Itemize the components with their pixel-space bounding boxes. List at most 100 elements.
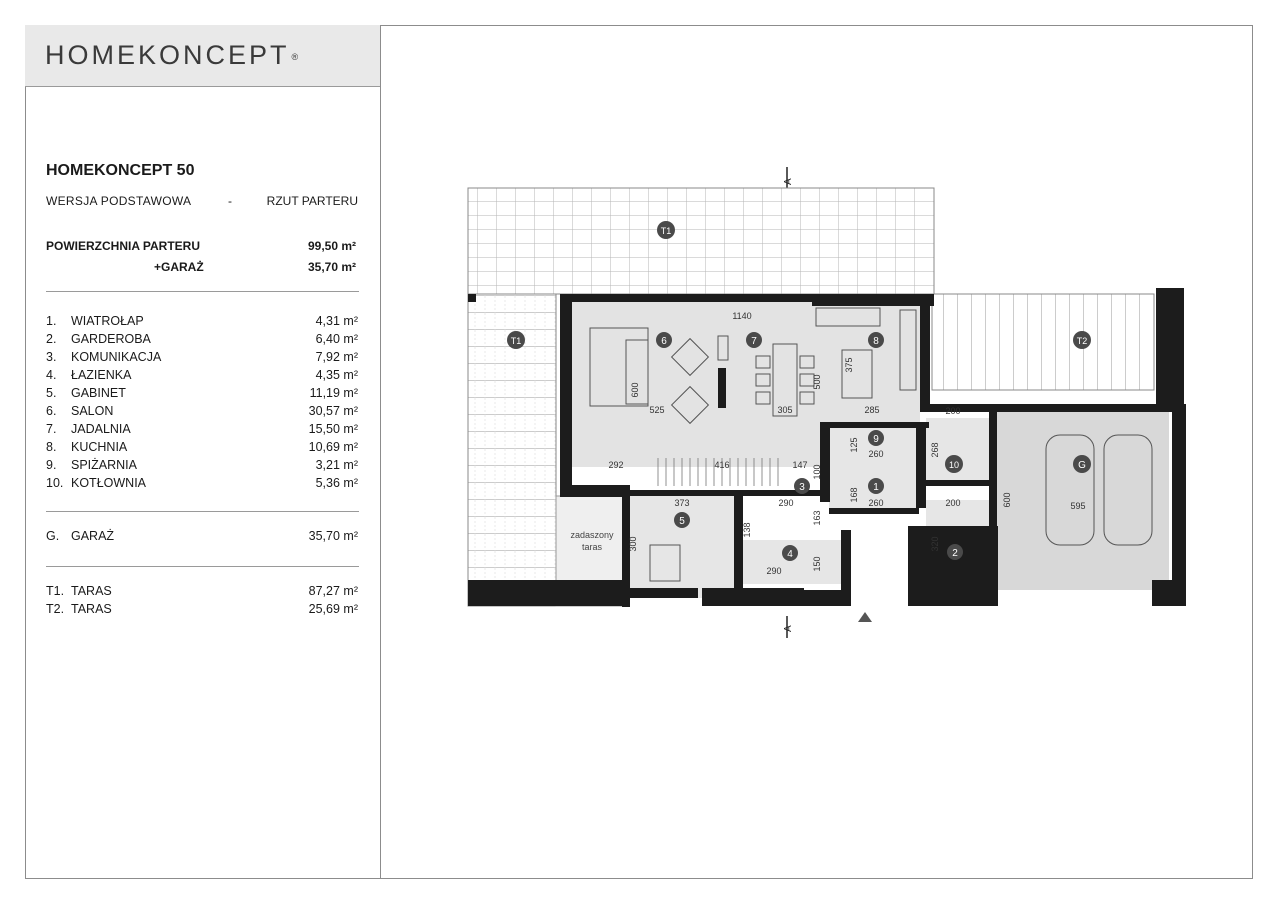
room-row-num: 2. [46, 332, 57, 346]
terrace-row: T2. TARAS 25,69 m² [46, 602, 358, 620]
room-row-name: WIATROŁAP [71, 314, 144, 328]
room-row-val: 6,40 m² [315, 332, 358, 346]
svg-text:1: 1 [873, 482, 879, 493]
entrance-arrow [858, 612, 872, 622]
svg-text:300: 300 [628, 536, 638, 551]
svg-text:150: 150 [812, 556, 822, 571]
svg-text:163: 163 [812, 510, 822, 525]
room-row: 9. SPIŻARNIA 3,21 m² [46, 458, 358, 476]
room-row: 10. KOTŁOWNIA 5,36 m² [46, 476, 358, 494]
brand-logo: HOMEKONCEPT® [45, 40, 302, 70]
office-room [628, 496, 743, 598]
svg-text:T1: T1 [511, 336, 522, 346]
terrace-row-val: 25,69 m² [308, 602, 358, 616]
svg-text:zadaszony: zadaszony [570, 530, 614, 540]
room-row-val: 3,21 m² [315, 458, 358, 472]
terrace-t2 [931, 293, 1155, 391]
svg-text:525: 525 [649, 405, 664, 415]
svg-text:G: G [1078, 460, 1086, 471]
info-sidebar: HOMEKONCEPT® HOMEKONCEPT 50 WERSJA PODST… [25, 25, 381, 879]
svg-text:2: 2 [952, 548, 958, 559]
room-row-name: SPIŻARNIA [71, 458, 137, 472]
garage-room [994, 408, 1169, 590]
room-row: 2. GARDEROBA 6,40 m² [46, 332, 358, 350]
floor-area-value: 99,50 m² [307, 239, 356, 253]
svg-text:A: A [783, 178, 794, 185]
svg-text:138: 138 [742, 522, 752, 537]
svg-text:292: 292 [608, 460, 623, 470]
room-row-num: 1. [46, 314, 57, 328]
room-row-name: ŁAZIENKA [71, 368, 132, 382]
svg-text:168: 168 [849, 487, 859, 502]
svg-text:T1: T1 [661, 226, 672, 236]
svg-text:595: 595 [1070, 501, 1085, 511]
subtitle-separator: - [228, 194, 232, 208]
room-row-val: 4,35 m² [315, 368, 358, 382]
terrace-row-name: TARAS [71, 602, 112, 616]
svg-text:375: 375 [844, 357, 854, 372]
floor-plan: A zadaszony taras [467, 167, 1186, 638]
divider [46, 511, 359, 512]
svg-text:100: 100 [812, 464, 822, 479]
room-row-val: 7,92 m² [315, 350, 358, 364]
room-row-name: GARDEROBA [71, 332, 151, 346]
garage-row: G. GARAŻ 35,70 m² [46, 529, 358, 543]
dimension-labels: 1140 525 305 285 600 500 375 292 416 147… [608, 311, 1085, 576]
divider [46, 566, 359, 567]
room-row-num: 9. [46, 458, 57, 472]
version-label: WERSJA PODSTAWOWA [46, 194, 192, 208]
svg-text:3: 3 [799, 482, 805, 493]
svg-text:6: 6 [661, 336, 667, 347]
logo-box: HOMEKONCEPT® [25, 25, 380, 87]
svg-text:260: 260 [868, 498, 883, 508]
project-title: HOMEKONCEPT 50 [46, 162, 195, 179]
room-row-val: 5,36 m² [315, 476, 358, 490]
svg-text:7: 7 [751, 336, 757, 347]
page-frame [25, 25, 1253, 879]
svg-text:285: 285 [864, 405, 879, 415]
svg-text:A: A [783, 625, 794, 632]
svg-text:373: 373 [674, 498, 689, 508]
staircase [657, 458, 779, 486]
room-row-val: 11,19 m² [309, 386, 358, 400]
svg-text:416: 416 [714, 460, 729, 470]
svg-text:147: 147 [792, 460, 807, 470]
room-row-num: 6. [46, 404, 57, 418]
room-row-val: 10,69 m² [308, 440, 358, 454]
walls [468, 288, 1186, 607]
svg-text:290: 290 [778, 498, 793, 508]
room-row-name: KOTŁOWNIA [71, 476, 147, 490]
view-label: RZUT PARTERU [266, 194, 358, 208]
svg-text:9: 9 [873, 434, 879, 445]
room-row-num: 10. [46, 476, 64, 490]
garage-sum-value: 35,70 m² [307, 260, 356, 274]
terrace-row-val: 87,27 m² [308, 584, 358, 598]
room-badges: 1 2 3 4 5 6 7 8 9 10 G T1 T1 T2 [507, 221, 1091, 561]
section-marker-bottom: A [783, 616, 794, 638]
svg-text:10: 10 [949, 460, 959, 470]
room-row-name: SALON [71, 404, 114, 418]
svg-text:260: 260 [868, 449, 883, 459]
svg-text:500: 500 [812, 374, 822, 389]
svg-text:200: 200 [945, 498, 960, 508]
fireplace [718, 368, 726, 408]
room-row-num: 5. [46, 386, 57, 400]
svg-text:125: 125 [849, 437, 859, 452]
svg-text:320: 320 [930, 536, 940, 551]
svg-text:200: 200 [945, 406, 960, 416]
room-row-val: 15,50 m² [308, 422, 358, 436]
room-row: 1. WIATROŁAP 4,31 m² [46, 314, 358, 332]
room-row-val: 4,31 m² [315, 314, 358, 328]
svg-text:305: 305 [777, 405, 792, 415]
divider [46, 291, 359, 292]
terrace-row-name: TARAS [71, 584, 112, 598]
room-row-val: 30,57 m² [308, 404, 358, 418]
terrace-row-num: T2. [46, 602, 65, 616]
svg-text:600: 600 [630, 382, 640, 397]
room-row: 6. SALON 30,57 m² [46, 404, 358, 422]
